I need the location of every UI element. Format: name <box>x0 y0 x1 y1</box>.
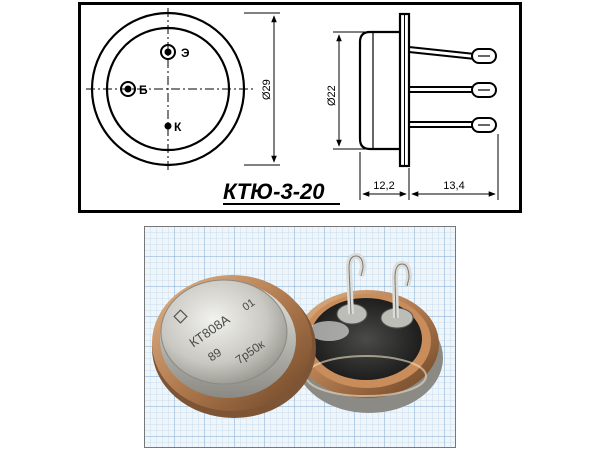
package-drawing: Э Б К Ø29 <box>78 2 522 213</box>
side-view <box>358 12 497 168</box>
outer-diameter-dimension: Ø29 <box>244 12 280 166</box>
component-photo-svg: КТ808А 01 89 7р50к <box>144 226 456 448</box>
base-pin <box>124 85 132 93</box>
body-height-label: 12,2 <box>373 180 394 192</box>
package-drawing-svg: Э Б К Ø29 <box>78 2 522 213</box>
emitter-pin-ring <box>160 44 176 60</box>
drawing-border <box>78 2 522 213</box>
transistor-top-view: КТ808А 01 89 7р50к <box>152 275 316 418</box>
body-diameter-dimension: Ø22 <box>326 31 370 150</box>
collector-pin <box>164 122 172 130</box>
base-pin-ring <box>120 81 136 97</box>
emitter-pin <box>164 48 172 56</box>
component-photo: КТ808А 01 89 7р50к <box>144 226 456 448</box>
manufacturer-logo <box>173 309 188 324</box>
lead-length-label: 13,4 <box>443 180 464 192</box>
collector-label: К <box>174 120 182 134</box>
top-view: Э Б К <box>86 8 254 170</box>
outer-diameter-label: Ø29 <box>261 79 273 100</box>
leads <box>408 46 497 133</box>
cap-outline <box>358 30 400 151</box>
package-title: КТЮ-3-20 <box>223 179 325 204</box>
emitter-label: Э <box>181 46 190 60</box>
photo-border <box>144 226 456 448</box>
body-diameter-label: Ø22 <box>326 85 338 106</box>
length-dimensions: 12,2 13,4 <box>359 134 499 200</box>
code-marking: 01 <box>240 297 257 314</box>
base-label: Б <box>139 83 148 97</box>
